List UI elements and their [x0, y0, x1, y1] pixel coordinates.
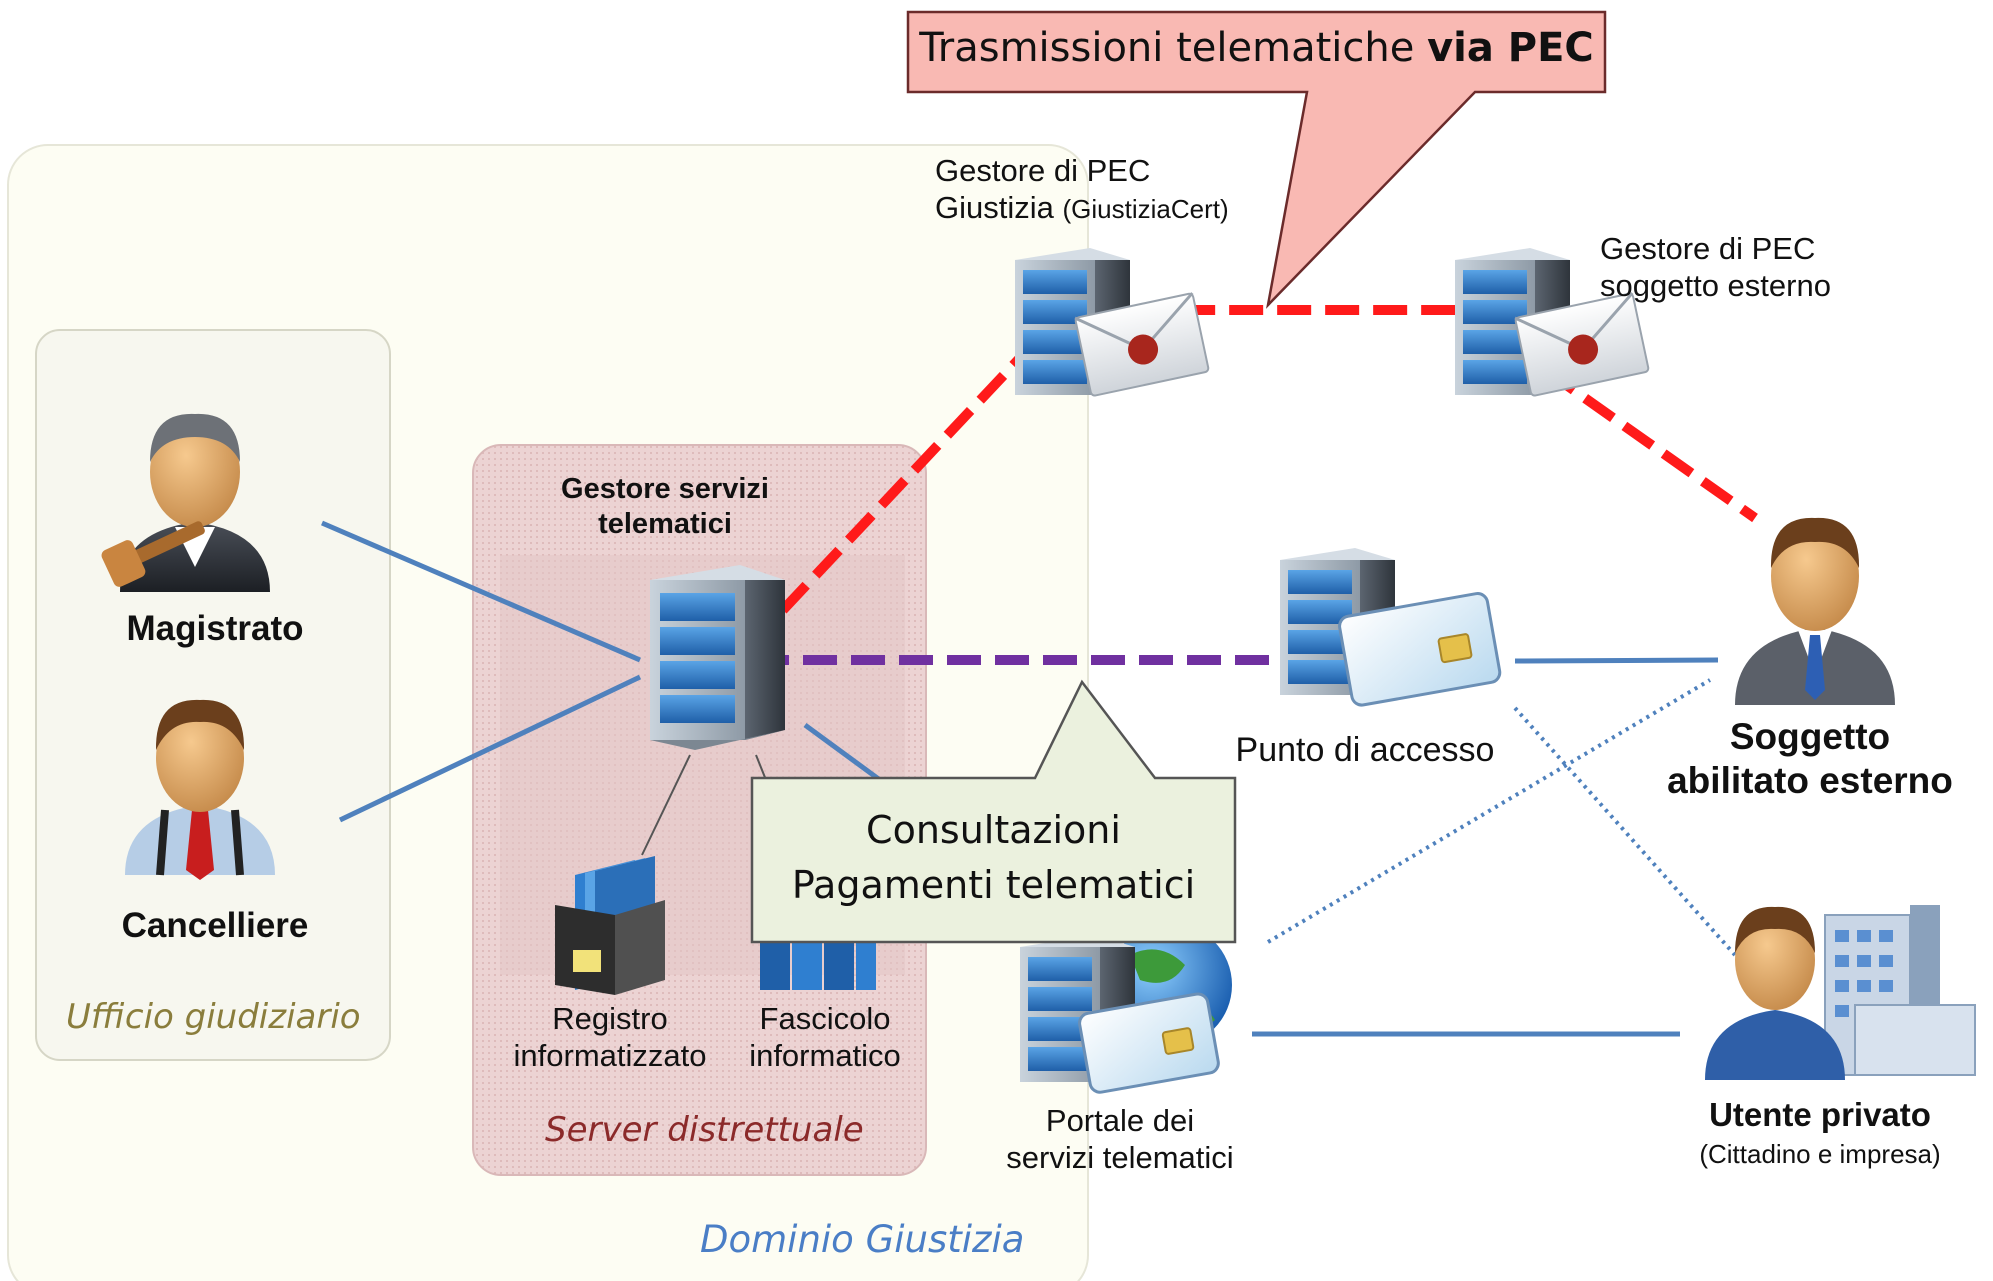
pec-esterno-label: Gestore di PEC soggetto esterno: [1600, 230, 1900, 304]
fascicolo-line-2: informatico: [749, 1038, 901, 1074]
pec-giustizia-name: Giustizia: [935, 190, 1054, 226]
pec-giustizia-cert: (GiustiziaCert): [1062, 194, 1229, 225]
pec-callout-prefix: Trasmissioni telematiche: [919, 25, 1415, 71]
soggetto-line-1: Soggetto: [1729, 716, 1891, 757]
judge-icon: [101, 413, 270, 592]
portale-label: Portale dei servizi telematici: [970, 1102, 1270, 1176]
punto-accesso-label: Punto di accesso: [1235, 731, 1495, 769]
binder-icon: [555, 856, 665, 995]
pec-path: [746, 305, 1758, 649]
pec-giustizia-line-1: Gestore di PEC: [935, 153, 1151, 188]
server-distrettuale-label: Server distrettuale: [545, 1110, 864, 1150]
pec-callout-bold: via PEC: [1427, 25, 1594, 71]
fascicolo-line-1: Fascicolo: [759, 1001, 891, 1036]
pec-esterno-line-1: Gestore di PEC: [1600, 231, 1816, 266]
gestore-servizi-line-2: telematici: [598, 507, 732, 540]
registro-label: Registro informatizzato: [495, 1000, 725, 1074]
consult-line-1: Consultazioni: [866, 808, 1121, 852]
utente-label: Utente privato (Cittadino e impresa): [1660, 1095, 1980, 1170]
link-server-registro: [641, 754, 691, 856]
gestore-servizi-line-1: Gestore servizi: [561, 473, 769, 505]
portale-line-2: servizi telematici: [1006, 1140, 1234, 1176]
registro-line-1: Registro: [552, 1001, 668, 1036]
pec-callout-shape: [906, 10, 1607, 309]
soggetto-line-2: abilitato esterno: [1667, 760, 1953, 802]
pec-esterno-line-2: soggetto esterno: [1600, 268, 1831, 304]
link-cancelliere-server: [338, 674, 642, 823]
consult-line-2: Pagamenti telematici: [791, 863, 1196, 908]
link-punto-soggetto: [1514, 657, 1719, 664]
fascicolo-label: Fascicolo informatico: [725, 1000, 925, 1074]
person-icon: [1735, 517, 1895, 705]
pec-giustizia-label: Gestore di PEC Giustizia (GiustiziaCert): [935, 152, 1295, 226]
consult-callout-shape: [750, 679, 1237, 944]
ufficio-giudiziario-box: [35, 329, 391, 1061]
mail-server-icon: [1015, 248, 1210, 397]
dotted-portale-soggetto: [1266, 678, 1712, 944]
pec-giustizia-line-2: Giustizia (GiustiziaCert): [935, 189, 1295, 226]
cancelliere-label: Cancelliere: [121, 906, 309, 945]
magistrato-label: Magistrato: [126, 609, 304, 648]
private-user-icon: [1705, 905, 1976, 1080]
utente-line-2: (Cittadino e impresa): [1699, 1138, 1941, 1169]
gestore-servizi-label: Gestore servizi telematici: [510, 472, 820, 542]
clerk-icon: [125, 699, 275, 880]
server-icon: [650, 565, 785, 750]
portale-line-1: Portale dei: [1045, 1103, 1195, 1138]
ufficio-giudiziario-label: Ufficio giudiziario: [66, 997, 361, 1037]
soggetto-label: Soggetto abilitato esterno: [1630, 715, 1990, 804]
pec-callout-text: Trasmissioni telematiche via PEC: [908, 25, 1605, 71]
utente-line-1: Utente privato: [1709, 1096, 1931, 1133]
card-server-icon: [1280, 548, 1502, 707]
link-server-portale: [803, 722, 882, 783]
mail-server-icon: [1455, 248, 1650, 397]
registro-line-2: informatizzato: [513, 1038, 707, 1074]
dominio-giustizia-label: Dominio Giustizia: [700, 1218, 1025, 1261]
consult-callout-text: Consultazioni Pagamenti telematici: [752, 803, 1235, 913]
link-magistrato-server: [321, 520, 641, 663]
